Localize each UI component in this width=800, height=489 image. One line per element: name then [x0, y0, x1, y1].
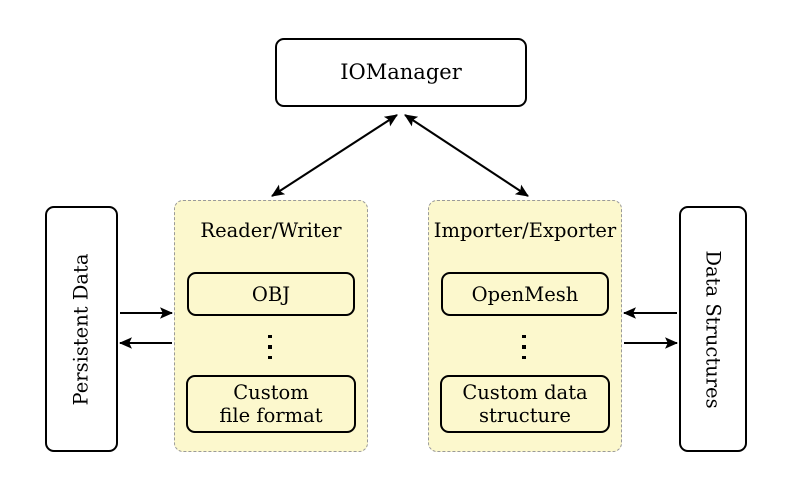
- leaf-custom-data-structure-line1: Custom data: [462, 381, 588, 404]
- node-persistent-data[interactable]: Persistent Data: [45, 206, 118, 452]
- leaf-custom-file-format[interactable]: Custom file format: [186, 375, 356, 433]
- ellipsis-reader-writer: [268, 335, 272, 359]
- leaf-custom-data-structure[interactable]: Custom data structure: [440, 375, 610, 433]
- leaf-openmesh-label: OpenMesh: [471, 282, 579, 306]
- leaf-obj[interactable]: OBJ: [187, 272, 355, 316]
- group-importer-exporter-title: Importer/Exporter: [433, 219, 617, 242]
- arrow-iomanager-importer-exporter: [404, 114, 529, 197]
- leaf-custom-file-format-line2: file format: [219, 404, 323, 427]
- group-reader-writer-title: Reader/Writer: [200, 219, 342, 242]
- leaf-custom-data-structure-line2: structure: [479, 404, 571, 427]
- node-data-structures-label: Data Structures: [701, 249, 725, 409]
- leaf-obj-label: OBJ: [251, 282, 291, 306]
- leaf-custom-file-format-line1: Custom: [233, 381, 309, 404]
- ellipsis-importer-exporter: [522, 335, 526, 359]
- node-iomanager[interactable]: IOManager: [275, 38, 527, 107]
- arrow-iomanager-reader-writer: [271, 114, 398, 197]
- node-data-structures[interactable]: Data Structures: [679, 206, 747, 452]
- node-persistent-data-label: Persistent Data: [70, 252, 93, 406]
- leaf-openmesh[interactable]: OpenMesh: [441, 272, 609, 316]
- node-iomanager-label: IOManager: [340, 60, 462, 85]
